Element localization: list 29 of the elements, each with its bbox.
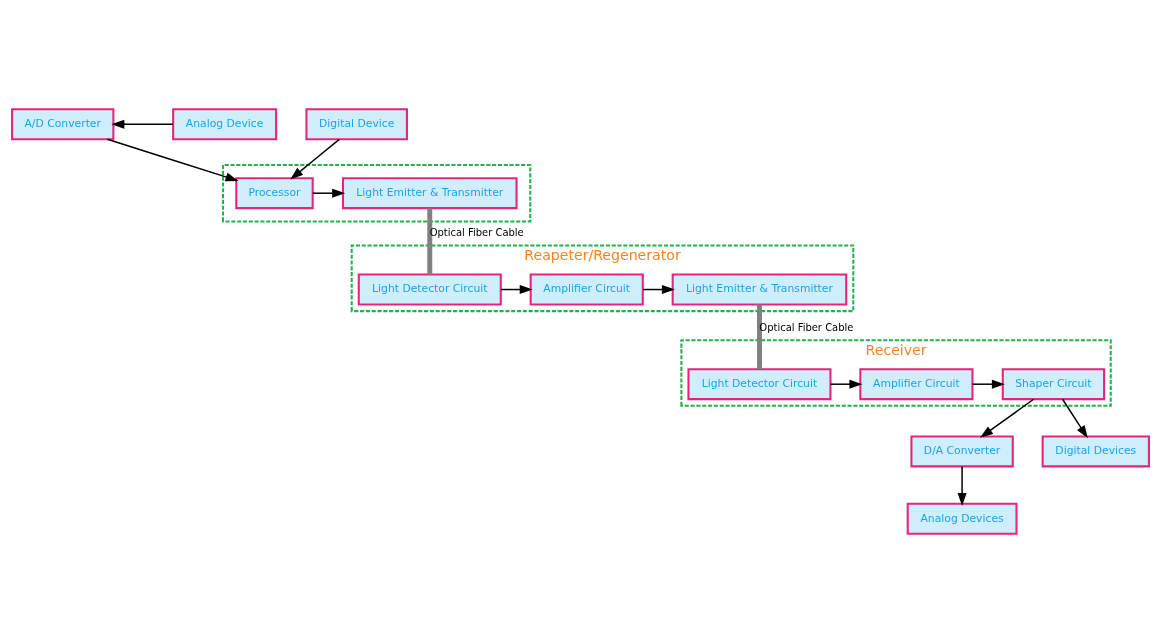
arrow [290, 138, 340, 180]
node-box: Analog Device [172, 108, 278, 141]
node-box: Shaper Circuit [1001, 368, 1106, 401]
arrow [957, 465, 967, 506]
arrow [311, 188, 346, 198]
node-box: D/A Converter [910, 435, 1014, 468]
edge-label: Optical Fiber Cable [759, 321, 854, 333]
node-box: Amplifier Circuit [529, 273, 644, 306]
node-box: Digital Devices [1041, 435, 1150, 468]
edge-label: Optical Fiber Cable [429, 227, 524, 239]
node-box: Light Emitter & Transmitter [341, 177, 518, 210]
node-box: Analog Devices [906, 502, 1018, 535]
arrow [971, 379, 1005, 389]
arrow [829, 379, 863, 389]
arrow [111, 119, 174, 129]
node-box: Light Emitter & Transmitter [671, 273, 848, 306]
arrow [980, 398, 1035, 438]
node-box: Light Detector Circuit [357, 273, 502, 306]
arrow [1061, 398, 1088, 439]
connector [756, 304, 762, 370]
node-box: A/D Converter [11, 108, 115, 141]
arrow [500, 285, 533, 295]
node-box: Amplifier Circuit [859, 368, 974, 401]
arrow [642, 285, 675, 295]
node-box: Digital Device [305, 108, 408, 141]
node-box: Processor [235, 177, 314, 210]
connector [427, 208, 433, 275]
node-box: Light Detector Circuit [687, 368, 832, 401]
arrow [106, 138, 239, 182]
